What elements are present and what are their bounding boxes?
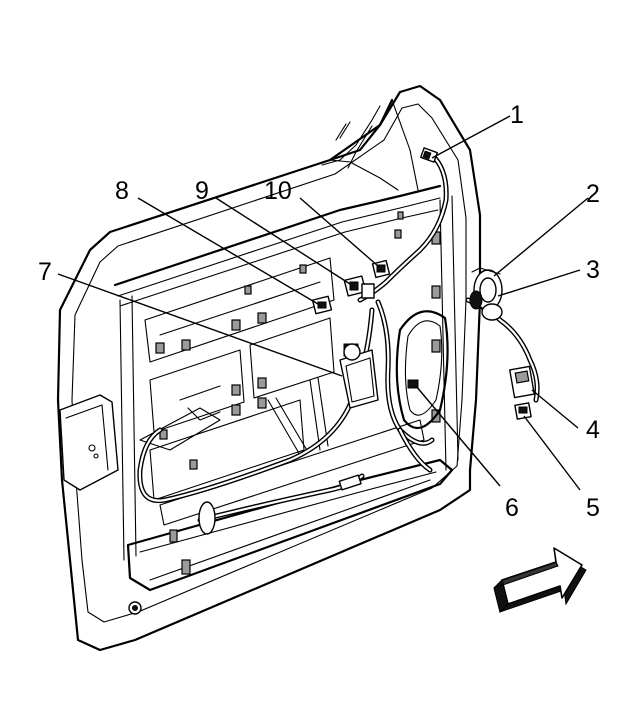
item-4-connector [509, 365, 535, 399]
leader-2 [493, 197, 589, 277]
callout-7: 7 [38, 258, 52, 286]
item-1-connector [420, 147, 438, 163]
callout-10: 10 [264, 177, 292, 205]
callout-6: 6 [505, 494, 519, 522]
item-9-connector [343, 275, 375, 299]
components [311, 147, 535, 420]
leader-4 [531, 389, 579, 429]
leader-lines [57, 115, 589, 491]
item-2-3-grommet [469, 267, 503, 321]
leader-7 [57, 273, 343, 377]
leader-10 [299, 197, 379, 267]
item-6-connector [407, 379, 419, 389]
callout-labels: 1 2 3 4 5 6 7 8 9 10 [38, 101, 600, 522]
callout-9: 9 [195, 177, 209, 205]
leader-9 [215, 197, 351, 285]
leader-3 [497, 269, 581, 297]
item-8-connector [311, 295, 333, 315]
item-5-connector [514, 402, 532, 420]
leader-8 [137, 197, 319, 305]
callout-2: 2 [586, 180, 600, 208]
callout-4: 4 [586, 416, 600, 444]
forward-arrow-icon [493, 547, 587, 613]
callout-3: 3 [586, 256, 600, 284]
leader-1 [431, 115, 511, 159]
callout-1: 1 [510, 101, 524, 129]
callout-8: 8 [115, 177, 129, 205]
door-shell [56, 84, 482, 652]
leader-5 [523, 415, 581, 491]
callout-5: 5 [586, 494, 600, 522]
leader-6 [415, 385, 501, 487]
item-7-window-motor [339, 343, 379, 409]
